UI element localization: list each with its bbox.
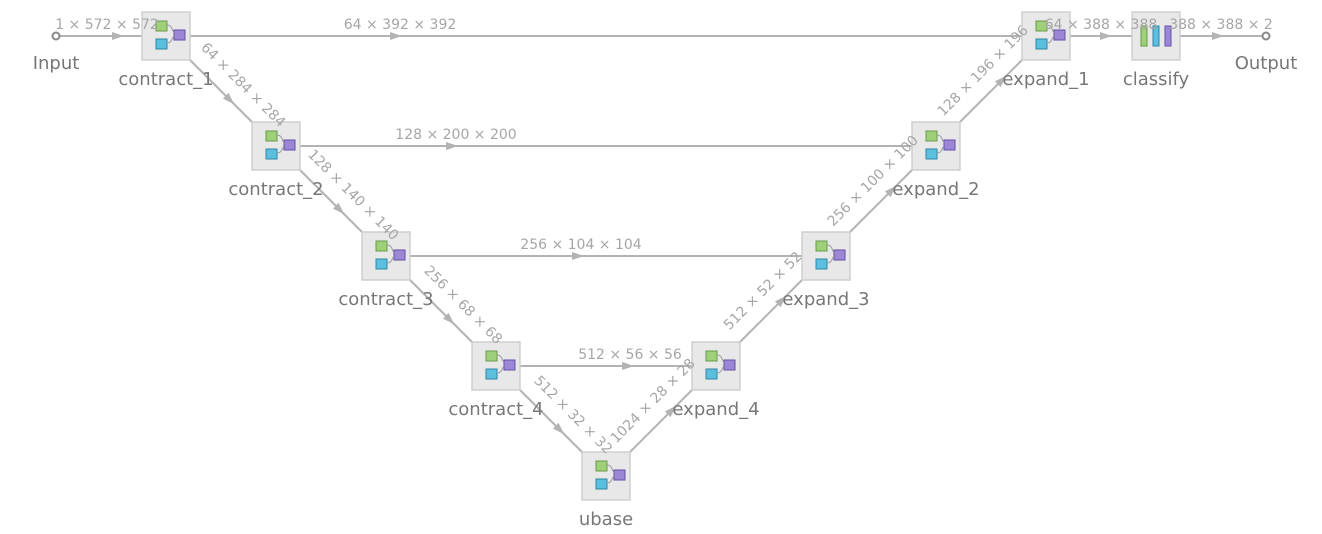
arrow-skip-4 xyxy=(622,362,634,370)
edge-ubase-expand_4 xyxy=(629,389,693,453)
dim-label-skip-2: 128 × 200 × 200 xyxy=(395,127,516,143)
arrow-skip-2 xyxy=(446,142,458,150)
node-label-expand_4: expand_4 xyxy=(672,399,759,420)
arrow-contract_4-ubase xyxy=(552,422,565,435)
dim-label-skip-4: 512 × 56 × 56 xyxy=(578,347,682,363)
edge-contract_2-contract_3 xyxy=(299,169,363,233)
arrow-skip-3 xyxy=(572,252,584,260)
node-expand_3[interactable]: expand_3 xyxy=(782,231,870,310)
dim-label-expand_1-classify: 64 × 388 × 388 xyxy=(1045,17,1158,33)
output-port[interactable] xyxy=(1261,31,1271,41)
node-label-expand_2: expand_2 xyxy=(892,179,979,200)
node-expand_2[interactable]: expand_2 xyxy=(892,121,980,200)
output-label: Output xyxy=(1235,53,1298,74)
edge-contract_3-contract_4 xyxy=(409,279,473,343)
node-label-expand_3: expand_3 xyxy=(782,289,869,310)
arrow-skip-1 xyxy=(390,32,402,40)
node-classify[interactable]: classify xyxy=(1123,11,1190,90)
node-label-contract_1: contract_1 xyxy=(118,69,213,90)
arrow-expand_2-expand_1 xyxy=(994,75,1007,88)
node-contract_2[interactable]: contract_2 xyxy=(228,121,324,200)
arrow-input-contract_1 xyxy=(112,32,124,40)
edge-expand_2-expand_1 xyxy=(959,59,1023,123)
edge-expand_3-expand_2 xyxy=(849,169,913,233)
dim-label-input-contract_1: 1 × 572 × 572 xyxy=(55,17,159,33)
node-label-expand_1: expand_1 xyxy=(1002,69,1089,90)
node-contract_3[interactable]: contract_3 xyxy=(338,231,434,310)
dim-label-skip-1: 64 × 392 × 392 xyxy=(344,17,457,33)
node-contract_1[interactable]: contract_1 xyxy=(118,11,214,90)
arrow-expand_1-classify xyxy=(1100,32,1112,40)
dim-label-classify-output: 388 × 388 × 2 xyxy=(1169,17,1273,33)
node-label-classify: classify xyxy=(1123,69,1190,90)
node-contract_4[interactable]: contract_4 xyxy=(448,341,544,420)
edges xyxy=(60,35,1262,453)
node-label-contract_2: contract_2 xyxy=(228,179,323,200)
input-port[interactable] xyxy=(51,31,61,41)
edge-expand_4-expand_3 xyxy=(739,279,803,343)
arrow-expand_3-expand_2 xyxy=(884,185,897,198)
node-expand_4[interactable]: expand_4 xyxy=(672,341,760,420)
input-label: Input xyxy=(33,53,80,74)
arrow-classify-output xyxy=(1212,32,1224,40)
dim-label-skip-3: 256 × 104 × 104 xyxy=(520,237,642,253)
node-label-ubase: ubase xyxy=(579,509,633,530)
arrow-ubase-expand_4 xyxy=(664,405,677,418)
arrow-expand_4-expand_3 xyxy=(774,295,787,308)
node-expand_1[interactable]: expand_1 xyxy=(1002,11,1090,90)
edge-contract_4-ubase xyxy=(519,389,583,453)
node-label-contract_3: contract_3 xyxy=(338,289,433,310)
node-ubase[interactable]: ubase xyxy=(579,451,633,530)
node-label-contract_4: contract_4 xyxy=(448,399,543,420)
edge-contract_1-contract_2 xyxy=(189,59,253,123)
